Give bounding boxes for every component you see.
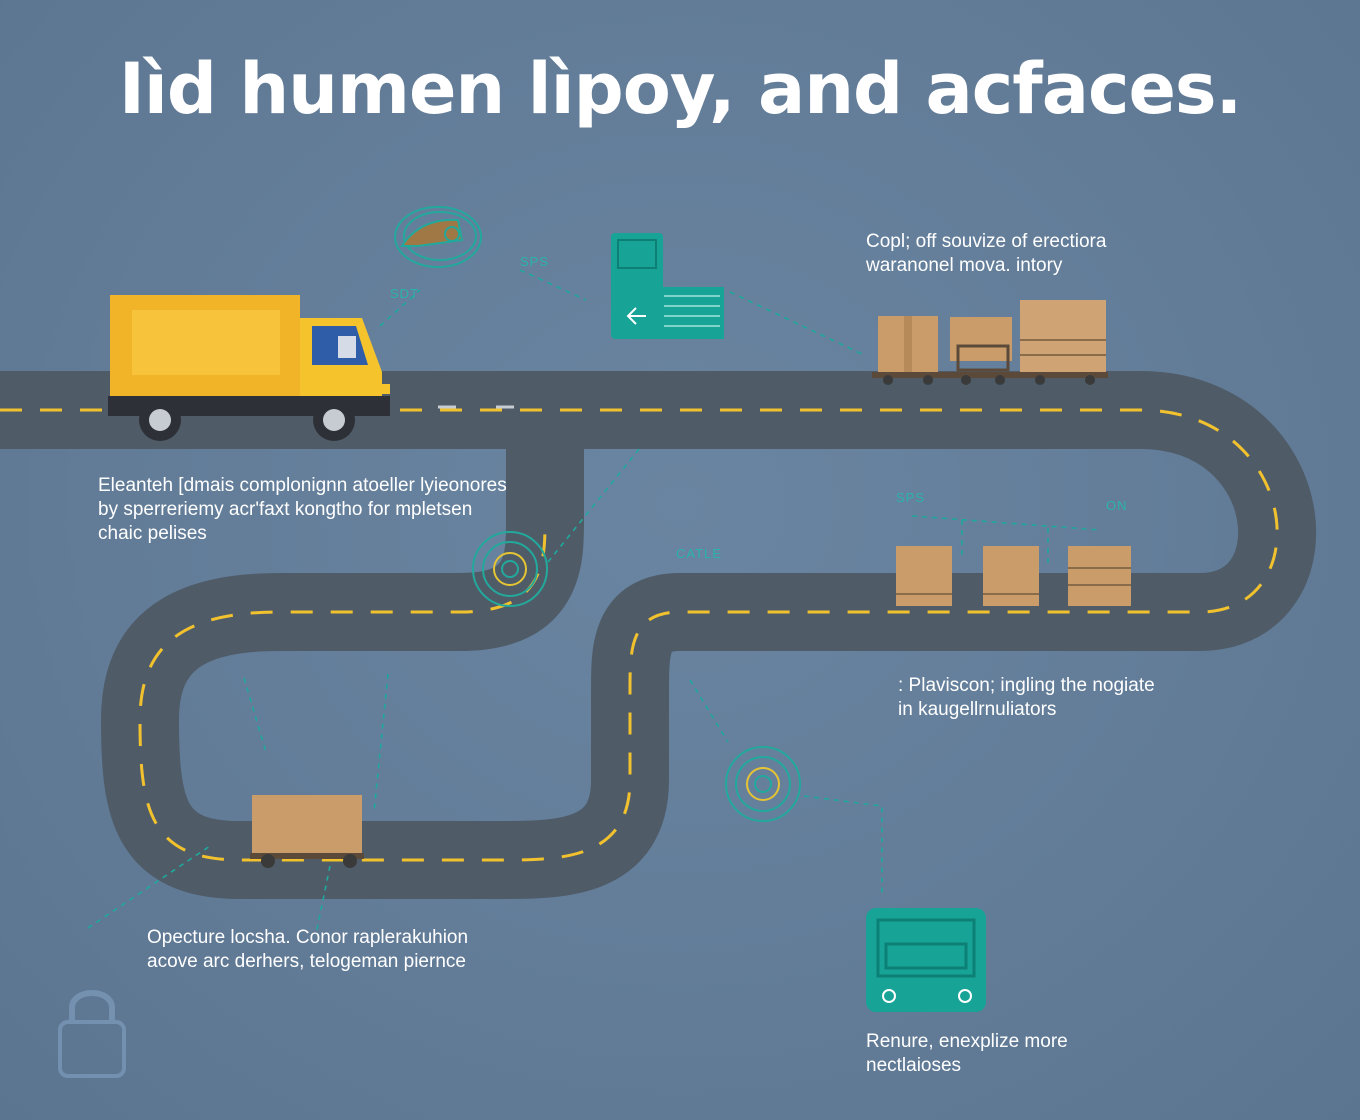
page-title: Iìd humen lìpoy, and acfaces. (118, 48, 1242, 130)
printer-device-icon (866, 908, 986, 1012)
caption-line: in kaugellrnuliators (898, 699, 1057, 720)
road-surface (0, 371, 1316, 899)
delivery-truck-icon (108, 295, 390, 441)
box-cart-icon (250, 795, 364, 868)
padlock-icon (58, 990, 126, 1078)
label-sdt: SDT (390, 286, 419, 301)
connector-lines (87, 269, 1101, 935)
caption-line: : Plaviscon; ingling the nogiate (898, 675, 1155, 696)
caption-bottom-right: Renure, enexplize more nectlaioses (866, 1030, 1068, 1078)
caption-left-middle: Eleanteh [dmais complonignn atoeller lyi… (98, 474, 507, 546)
caption-top-right: Copl; off souvize of erectiora waranonel… (866, 230, 1106, 278)
sensor-target-icon (472, 531, 801, 822)
caption-line: acove arc derhers, telogeman piernce (147, 951, 466, 972)
box-cart-group-top (872, 300, 1108, 385)
caption-line: Copl; off souvize of erectiora (866, 231, 1107, 252)
label-sps: SPS (520, 254, 550, 269)
scanner-terminal-icon (611, 233, 724, 339)
label-on: ON (1106, 498, 1128, 513)
caption-line: Opecture locsha. Conor raplerakuhion (147, 927, 469, 948)
caption-line: Renure, enexplize more (866, 1031, 1068, 1052)
label-sps-2: SPS (896, 490, 926, 505)
label-catle: CATLE (676, 546, 722, 561)
caption-bottom-left: Opecture locsha. Conor raplerakuhion aco… (147, 926, 468, 974)
caption-line: nectlaioses (866, 1055, 962, 1076)
lane-marking (0, 408, 1279, 862)
stacked-boxes-icon (896, 546, 1131, 606)
caption-line: Eleanteh [dmais complonignn atoeller lyi… (98, 475, 507, 496)
road (0, 371, 1316, 899)
caption-line: chaic pelises (98, 523, 207, 544)
route-map-icon (394, 206, 482, 268)
caption-right-middle: : Plaviscon; ingling the nogiate in kaug… (898, 674, 1155, 722)
caption-line: by sperreriemy acr'faxt kongtho for mple… (98, 499, 473, 520)
caption-line: waranonel mova. intory (866, 255, 1063, 276)
